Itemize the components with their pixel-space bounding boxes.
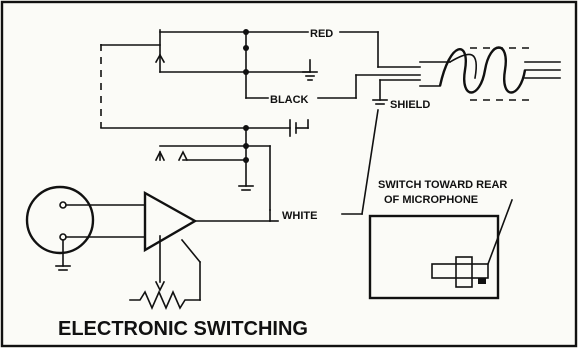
resistor-zigzag	[129, 290, 201, 310]
switch-toggle	[455, 256, 473, 288]
diagram-title: ELECTRONIC SWITCHING	[58, 318, 308, 340]
label-red: RED	[310, 28, 333, 40]
junction-dot	[243, 157, 249, 163]
capsule-terminal-top	[59, 201, 67, 209]
switch-tip	[478, 278, 486, 284]
capsule-terminal-bottom	[59, 233, 67, 241]
contact-arrow-right	[177, 150, 189, 162]
switch-slot	[431, 263, 489, 279]
junction-dot	[243, 69, 249, 75]
pot-wiper-arrow	[154, 280, 166, 292]
label-shield: SHIELD	[390, 99, 430, 111]
microphone-capsule	[25, 185, 95, 255]
junction-dot	[243, 143, 249, 149]
white-wire-to-cable	[361, 109, 379, 215]
callout-leader	[486, 198, 514, 266]
label-white: WHITE	[282, 210, 317, 222]
junction-dot	[243, 29, 249, 35]
switch-panel	[368, 214, 500, 300]
label-black: BLACK	[270, 94, 309, 106]
junction-dot	[243, 45, 249, 51]
label-switch-line1: SWITCH TOWARD REAR	[378, 179, 507, 191]
label-switch-line2: OF MICROPHONE	[384, 194, 478, 206]
coiled-cable	[419, 46, 561, 101]
amp-feedback	[180, 238, 202, 264]
amplifier-triangle	[143, 190, 198, 253]
